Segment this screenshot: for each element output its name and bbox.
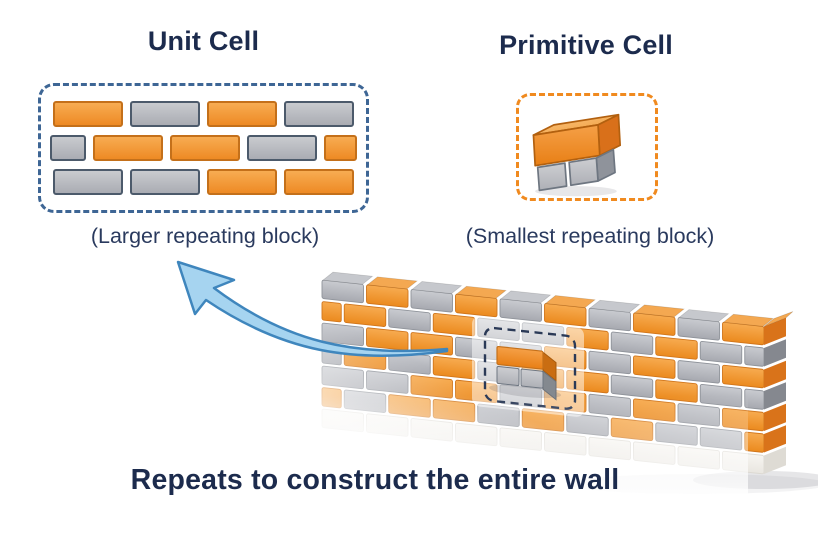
wall-side-face	[764, 403, 786, 431]
wall-brick-cap	[500, 290, 552, 304]
gray-brick-front-face	[568, 157, 599, 187]
unit-cell-brick-orange	[284, 169, 354, 195]
unit-cell-brick-gray	[53, 169, 123, 195]
unit-cell-brick-orange	[93, 135, 163, 161]
wall-brick-cap	[411, 281, 463, 294]
wall-brick	[366, 284, 409, 308]
unit-cell-brick-orange	[53, 101, 123, 127]
wall-brick	[633, 355, 676, 379]
unit-cell-brick-gray	[130, 101, 200, 127]
wall-side-cap	[763, 311, 794, 327]
wall-brick-cap	[366, 276, 418, 290]
wall-brick-cap	[678, 309, 730, 323]
wall-side-face	[764, 360, 786, 388]
primitive-cell-box	[516, 93, 658, 201]
unit-cell-title: Unit Cell	[147, 26, 260, 56]
wall-brick	[722, 364, 765, 389]
arrow-icon	[176, 260, 449, 358]
wall-brick	[744, 345, 765, 367]
wall-brick	[677, 360, 720, 384]
unit-cell-brick-orange	[207, 169, 277, 195]
wall-brick-cap	[455, 285, 507, 299]
unit-cell-bricks	[50, 101, 357, 195]
wall-brick	[610, 331, 654, 356]
unit-cell-caption: (Larger repeating block)	[90, 224, 320, 248]
wall-side-face	[764, 317, 786, 345]
wall-brick	[655, 336, 698, 360]
unit-cell-row	[50, 135, 357, 161]
unit-cell-brick-orange	[170, 135, 240, 161]
wall-fade-overlay	[318, 396, 748, 506]
wall-brick-cap	[633, 304, 685, 318]
wall-brick-cap	[322, 271, 374, 285]
wall-brick	[610, 374, 654, 399]
unit-cell-row	[50, 169, 357, 195]
wall-illustration	[318, 271, 818, 506]
primitive-cell-caption: (Smallest repeating block)	[465, 224, 715, 248]
primitive-cell-title: Primitive Cell	[499, 30, 673, 60]
unit-cell-row	[50, 101, 357, 127]
primitive-brick-illustration	[532, 113, 621, 197]
wall-brick	[699, 341, 743, 365]
unit-cell-brick-gray	[50, 135, 86, 161]
wall-side-face	[764, 446, 786, 474]
wall-side-face	[764, 339, 786, 367]
curved-arrow	[176, 260, 449, 358]
gray-brick-front-face	[536, 162, 568, 192]
footer-caption: Repeats to construct the entire wall	[130, 464, 620, 496]
unit-cell-brick-gray	[130, 169, 200, 195]
unit-cell-brick-orange	[207, 101, 277, 127]
unit-cell-brick-orange	[324, 135, 357, 161]
wall-brick-cap	[722, 313, 774, 327]
wall-brick	[677, 317, 720, 341]
unit-cell-brick-gray	[284, 101, 354, 127]
wall-side-face	[764, 382, 786, 410]
unit-cell-brick-gray	[247, 135, 317, 161]
unit-cell-box	[38, 83, 369, 213]
wall-side-face	[764, 425, 786, 453]
